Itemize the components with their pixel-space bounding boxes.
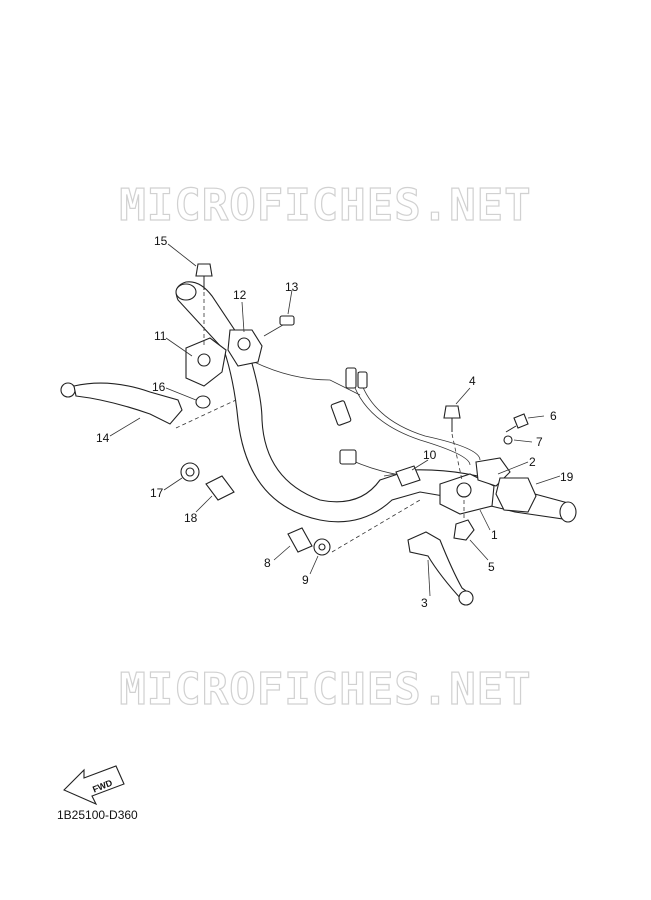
part-label-6: 6 — [550, 409, 557, 423]
part-label-5: 5 — [488, 560, 495, 574]
leader-lines — [109, 243, 561, 597]
watermark-bottom: MICROFICHES.NET — [119, 663, 532, 715]
part-label-1: 1 — [491, 528, 498, 542]
part-label-16: 16 — [152, 380, 166, 394]
right-lever-holder — [439, 457, 537, 515]
reference-code: 1B25100-D360 — [57, 808, 138, 822]
part-label-8: 8 — [264, 556, 271, 570]
fwd-arrow-icon: FWD — [63, 765, 125, 806]
bolt-4 — [443, 405, 461, 432]
adjuster-8 — [287, 527, 313, 553]
part-label-10: 10 — [423, 448, 437, 462]
part-label-19: 19 — [560, 470, 574, 484]
part-label-3: 3 — [421, 596, 428, 610]
washer-7 — [503, 435, 513, 445]
screw-6 — [505, 413, 529, 433]
part-label-9: 9 — [302, 573, 309, 587]
nut-16 — [195, 395, 211, 409]
left-lever — [60, 382, 183, 425]
part-label-11: 11 — [154, 329, 167, 343]
part-label-15: 15 — [154, 234, 168, 248]
left-lever-holder — [185, 315, 295, 387]
part-label-17: 17 — [150, 486, 164, 500]
wiring-harness — [330, 367, 481, 476]
part-label-14: 14 — [96, 431, 110, 445]
cable-end-10 — [383, 465, 421, 487]
part-label-18: 18 — [184, 511, 198, 525]
part-label-13: 13 — [285, 280, 299, 294]
nut-5 — [453, 519, 475, 541]
adjuster-17 — [180, 462, 200, 482]
adjuster-9 — [313, 538, 331, 556]
part-label-7: 7 — [536, 435, 543, 449]
watermark-top: MICROFICHES.NET — [119, 179, 532, 231]
part-label-12: 12 — [233, 288, 247, 302]
right-lever — [407, 531, 474, 606]
bolt-15 — [195, 263, 213, 290]
part-label-2: 2 — [529, 455, 536, 469]
adjuster-18 — [205, 475, 235, 501]
part-label-4: 4 — [469, 374, 476, 388]
